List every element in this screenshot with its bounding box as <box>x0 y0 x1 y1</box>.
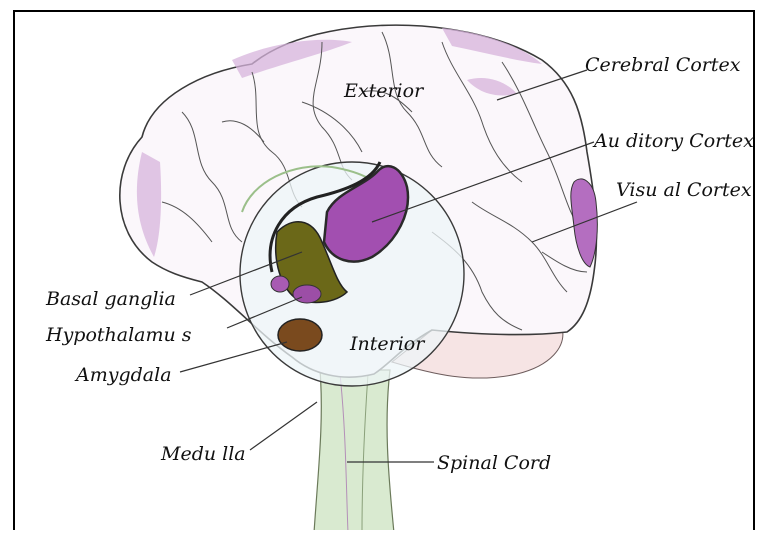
label-exterior: Exterior <box>343 80 425 102</box>
label-interior: Interior <box>349 333 426 355</box>
label-cerebral-cortex: Cerebral Cortex <box>585 54 741 76</box>
brainstem <box>314 370 394 530</box>
label-visual-cortex: Visu al Cortex <box>616 179 752 201</box>
label-basal-ganglia: Basal ganglia <box>45 288 176 310</box>
spinal-cord-shape <box>314 370 394 530</box>
label-auditory-cortex: Au ditory Cortex <box>592 130 754 152</box>
brain-diagram: Exterior Cerebral Cortex Au ditory Corte… <box>15 12 755 530</box>
hypothalamus-region <box>293 285 321 303</box>
label-amygdala: Amygdala <box>74 364 172 386</box>
label-medulla: Medu lla <box>160 443 246 465</box>
label-spinal-cord: Spinal Cord <box>437 452 551 474</box>
label-hypothalamus: Hypothalamu s <box>45 324 192 346</box>
diagram-frame: Exterior Cerebral Cortex Au ditory Corte… <box>13 10 755 530</box>
amygdala-region <box>278 319 322 351</box>
